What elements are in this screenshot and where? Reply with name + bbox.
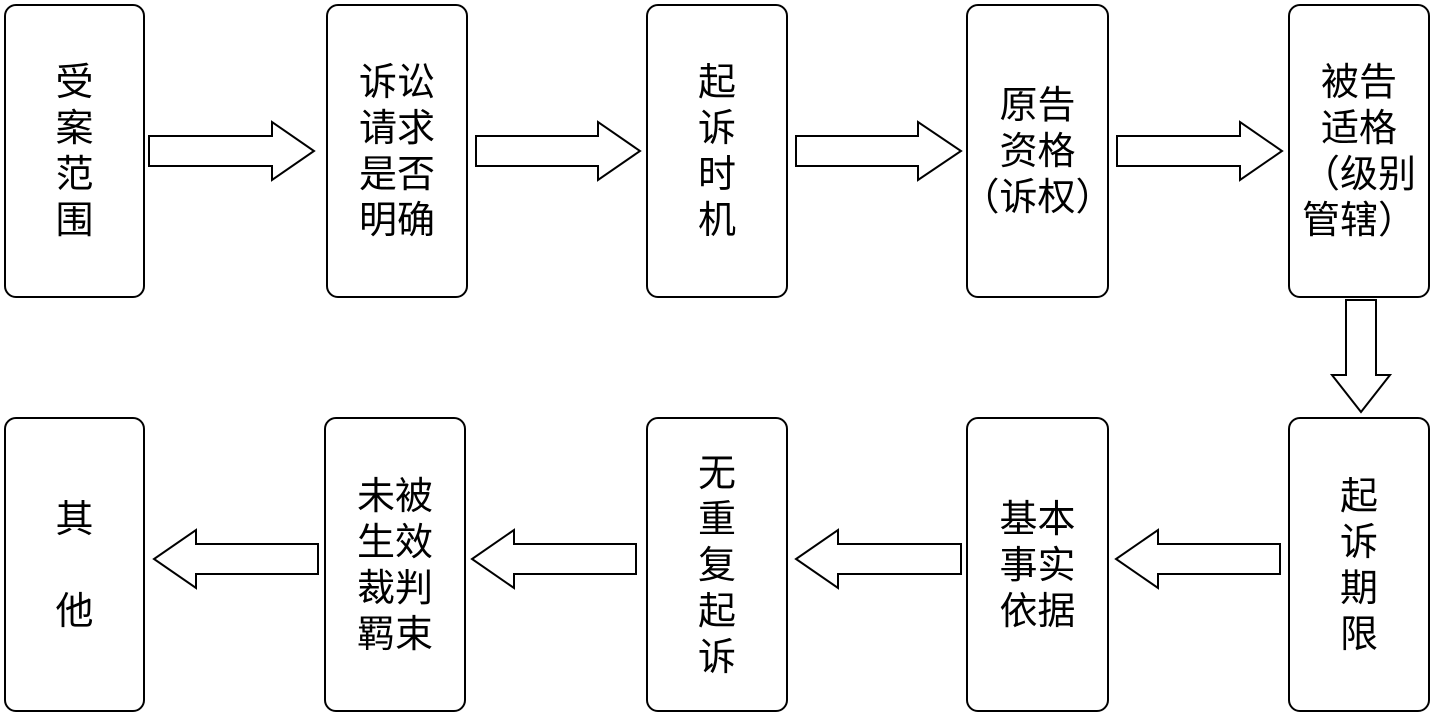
node-label: 被告 适格 （级别 管辖） (1301, 60, 1416, 242)
node-filing-deadline: 起 诉 期 限 (1288, 417, 1430, 712)
arrow-down (1329, 299, 1393, 414)
node-filing-timing: 起 诉 时 机 (646, 4, 788, 298)
node-label: 无 重 复 起 诉 (697, 450, 736, 679)
node-label: 其 他 (55, 496, 94, 633)
arrow-right-2 (475, 120, 642, 182)
node-label: 未被 生效 裁判 羁束 (356, 473, 433, 656)
node-label: 起 诉 时 机 (697, 60, 736, 242)
arrow-left-4 (152, 528, 319, 590)
node-label: 诉讼 请求 是否 明确 (358, 60, 435, 242)
arrow-left-2 (794, 528, 962, 590)
node-defendant-jurisdiction: 被告 适格 （级别 管辖） (1288, 4, 1430, 298)
node-not-bound-by-judgment: 未被 生效 裁判 羁束 (324, 417, 466, 712)
node-plaintiff-standing: 原告 资格 （诉权） (962, 4, 1114, 298)
node-claim-clarity: 诉讼 请求 是否 明确 (326, 4, 468, 298)
arrow-left-1 (1114, 528, 1281, 590)
arrow-left-3 (470, 528, 637, 590)
arrow-right-3 (795, 120, 963, 182)
node-label: 受 案 范 围 (55, 60, 94, 242)
node-label: 原告 资格 （诉权） (961, 83, 1114, 219)
node-other: 其 他 (4, 417, 145, 712)
node-scope-of-cases: 受 案 范 围 (4, 4, 145, 298)
node-label: 起 诉 期 限 (1339, 473, 1378, 656)
arrow-right-1 (148, 120, 316, 182)
node-label: 基本 事实 依据 (999, 496, 1076, 633)
arrow-right-4 (1116, 120, 1284, 182)
node-basic-facts: 基本 事实 依据 (966, 417, 1109, 712)
node-no-duplicate-filing: 无 重 复 起 诉 (646, 417, 788, 712)
